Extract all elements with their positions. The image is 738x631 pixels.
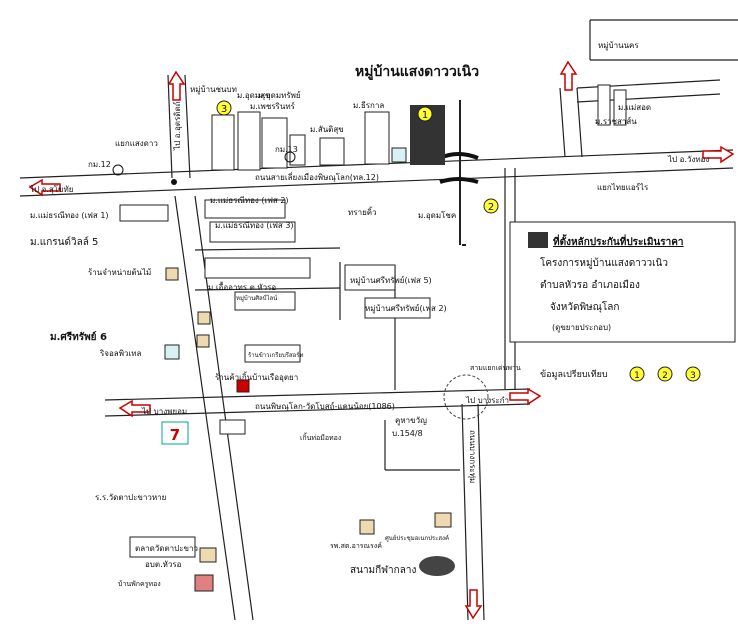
place-udomchok: ม.อุดมโชค xyxy=(418,210,456,220)
legend-line3: จังหวัดพิษณุโลก xyxy=(550,300,619,313)
place-thaikhiw: ทรายคิ้ว xyxy=(348,206,377,217)
place-maesaeng1: ม.แม่ธรณีทอง (เฟส 1) xyxy=(30,211,109,220)
place-house: บ้านพักครูทอง xyxy=(118,580,161,588)
place-hall: ศูนย์ประชุมอเนกประสงค์ xyxy=(385,534,449,542)
place-labels: หมู่บ้านนคร หมู่บ้านชนบท ม.อุดมสุข ม.อุด… xyxy=(30,41,651,588)
place-srisap6: ม.ศรีทรัพย์ 6 xyxy=(50,331,107,343)
compare-marker-3 xyxy=(685,366,701,382)
seven-eleven-label: 7 xyxy=(170,426,180,444)
place-nakhon: หมู่บ้านนคร xyxy=(598,41,639,51)
east-road-label: ถนนบางกระทุ่ม xyxy=(468,430,477,483)
place-chonbot: หมู่บ้านชนบท xyxy=(190,85,237,95)
place-branch: สามแยกเด่นพาน xyxy=(470,364,521,372)
compare-marker-3-label: 3 xyxy=(690,371,696,381)
place-phetcharin: ม.เพชรรินทร์ xyxy=(250,101,296,111)
km13-marker-icon xyxy=(284,151,296,163)
place-sakon: บ.154/8 xyxy=(392,429,423,438)
place-school: ร.ร.วัดตาปะขาวหาย xyxy=(95,493,166,502)
roundabout xyxy=(443,374,489,420)
to-wangthong-label: ไป อ.วังทอง xyxy=(667,155,709,164)
place-sinthani: หมู่บ้านศิลป์ไลน์ xyxy=(236,294,277,302)
legend-line1: โครงการหมู่บ้านแสงดาววเนิว xyxy=(540,256,668,269)
marker-2-label: 2 xyxy=(488,202,494,213)
place-maesaeng2: ม.แม่ธรณีทอง (เฟส 2) xyxy=(210,196,289,205)
place-market: ตลาดวัดตาปะขาว xyxy=(135,544,198,553)
compare-marker-1-label: 1 xyxy=(634,371,640,381)
place-maesot: ม.แม่สอด xyxy=(618,103,651,112)
compare-marker-2-label: 2 xyxy=(662,371,668,381)
to-bangphayom-label: ไป บางพยอม xyxy=(141,407,187,416)
main-road-label: ถนนสายเลี่ยงเมืองพิษณุโลก(ทล.12) xyxy=(255,171,379,182)
km12-marker-icon xyxy=(112,164,124,176)
place-sirisapfa2: หมู่บ้านศรีทรัพย์(เฟส 2) xyxy=(365,303,447,314)
building-blocks xyxy=(119,84,627,558)
marker-1-circle xyxy=(417,106,433,122)
place-euaathorn: ม.เอื้ออาทร ต.หัวรอ xyxy=(208,281,276,292)
place-sirisapfa5: หมู่บ้านศรีทรัพย์(เฟส 5) xyxy=(350,275,432,286)
place-ricefarm: ริจอลพิวเทล xyxy=(99,349,141,358)
junction-dot xyxy=(171,179,177,185)
place-khayya: ร้านข้าวเกรียบรีสอร์ท xyxy=(248,351,303,359)
south-road-label: ถนนพิษณุโลก-วัดโบสถ์-แคนน้อย(1086) xyxy=(255,401,395,411)
place-racha: ม.ราชสาส์น xyxy=(595,116,637,126)
marker-2-circle xyxy=(483,198,499,214)
place-khrua: ร้านจำหน่ายต้นไม้ xyxy=(88,268,151,277)
legend-line2: ตำบลหัวรอ อำเภอเมือง xyxy=(540,279,640,291)
place-santisuk: ม.สันติสุข xyxy=(310,125,344,134)
legend-title: ที่ตั้งหลักประกันที่ประเมินราคา xyxy=(553,234,684,248)
place-udomsuk: ม.อุดมสุข xyxy=(237,91,270,100)
map-title: หมู่บ้านแสงดาววเนิว xyxy=(355,64,479,80)
legend-swatch xyxy=(528,232,548,248)
junction-saengdao-label: แยกแสงดาว xyxy=(115,139,158,148)
marker-3-label: 3 xyxy=(221,104,227,115)
compare-marker-1 xyxy=(629,366,645,382)
house-icons xyxy=(164,147,452,592)
to-sukhothai-label: ไป จ.สุโขทัย xyxy=(29,184,73,194)
compare-marker-2 xyxy=(657,366,673,382)
place-kuchamsaeng: คูหาขวัญ xyxy=(395,416,427,426)
place-obt: อบต.หัวรอ xyxy=(145,560,182,569)
compare-label: ข้อมูลเปรียบเทียบ xyxy=(540,369,608,380)
place-udomsap: ม.อุดมทรัพย์ xyxy=(258,90,301,100)
km12-label: กม.12 xyxy=(88,160,111,169)
place-health: รพ.สต.อารณรงค์ xyxy=(330,542,382,550)
place-stadium: สนามกีฬากลาง xyxy=(350,564,416,576)
to-uttaradit-label: ไป อ.อุตรดิตถ์ xyxy=(172,101,182,151)
place-grandville: ม.แกรนด์วิลล์ 5 xyxy=(30,236,98,248)
km13-label: กม.13 xyxy=(275,145,298,154)
junction-chaiyaindra-label: แยกไทยแอร์ไร xyxy=(597,182,649,192)
to-bangrakam-label: ไป บางระกำ xyxy=(465,396,509,405)
place-thirakarn: ม.ธีรกาล xyxy=(353,101,384,110)
stadium-icon xyxy=(419,556,455,576)
place-restaurant: ร้านค้าเกิ้นบ้านเรืออุตยา xyxy=(215,371,298,382)
place-shop: เกิ้นท่อมือทอง xyxy=(300,431,341,442)
direction-arrows xyxy=(28,60,735,620)
marker-1-label: 1 xyxy=(422,110,428,121)
legend-line4: (ดูขยายประกอบ) xyxy=(552,323,611,333)
place-maesaeng3: ม.แม่ธรณีทอง (เฟส 3) xyxy=(215,221,294,230)
marker-3-circle xyxy=(216,100,232,116)
